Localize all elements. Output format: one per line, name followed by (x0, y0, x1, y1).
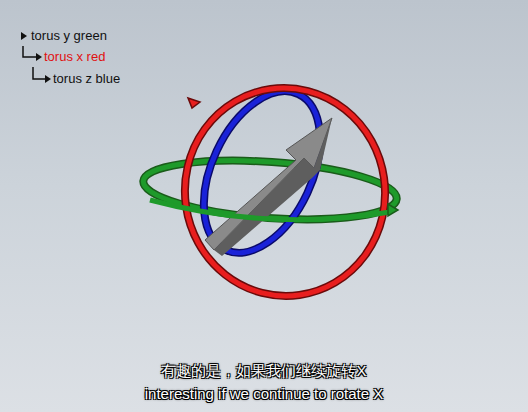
green-ring-knob (388, 204, 398, 216)
subtitle-chinese: 有趣的是，如果我们继续旋转X (0, 362, 528, 381)
red-ring (171, 75, 398, 309)
green-ring-front (150, 200, 390, 220)
hierarchy-item: torus y green (31, 28, 107, 43)
hierarchy-item: torus z blue (53, 71, 120, 86)
subtitle-english: interesting if we continue to rotate X (0, 385, 528, 402)
arrow-pointer (205, 118, 332, 256)
hierarchy-item: torus x red (44, 49, 105, 64)
blue-ring (180, 73, 343, 271)
